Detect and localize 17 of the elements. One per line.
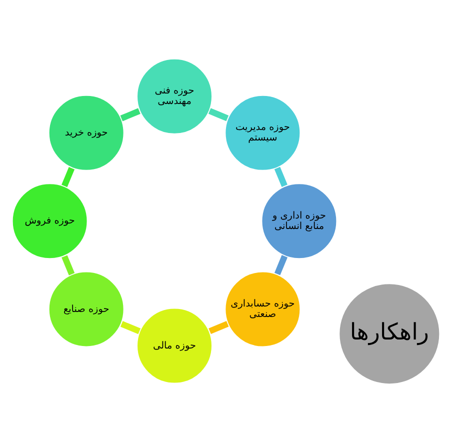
node-circle: حوزه اداری و منابع انسانی xyxy=(260,182,338,260)
connector xyxy=(274,166,288,186)
node-circle: حوزه فروش xyxy=(11,182,89,260)
connector xyxy=(120,320,141,334)
node-circle: راهکارها xyxy=(338,282,441,385)
connector xyxy=(274,254,288,275)
node-circle: حوزه مدیریت سیستم xyxy=(224,94,302,172)
node-circle: حوزه فنی مهندسی xyxy=(136,57,214,135)
connector xyxy=(120,108,140,121)
node-circle: حوزه خرید xyxy=(48,94,126,172)
connector xyxy=(208,320,229,334)
node-circle: حوزه حسابداری صنعتی xyxy=(224,270,302,348)
node-circle: حوزه صنایع xyxy=(48,270,126,348)
connector xyxy=(62,166,75,187)
connector xyxy=(208,108,229,121)
node-circle: حوزه مالی xyxy=(136,306,214,384)
connector xyxy=(62,254,75,275)
